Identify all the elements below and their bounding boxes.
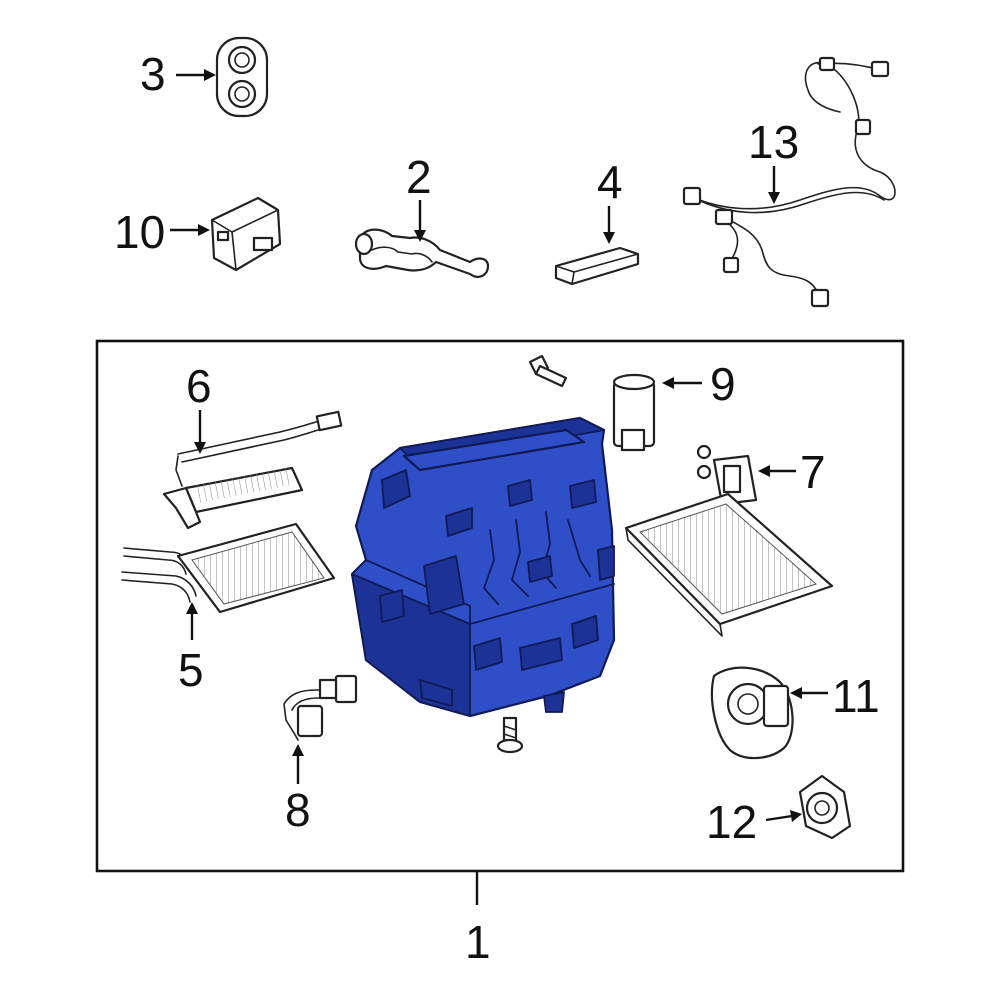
callout-4-arrow xyxy=(603,206,615,244)
callout-10-label: 10 xyxy=(114,206,165,258)
callout-5-arrow xyxy=(186,602,198,640)
part-5-heater-core[interactable] xyxy=(121,522,336,614)
assembly-frame xyxy=(95,339,905,873)
callout-2-label: 2 xyxy=(406,151,432,203)
part-2-hose[interactable] xyxy=(354,228,490,278)
callout-6-label: 6 xyxy=(186,360,212,412)
callout-6-arrow xyxy=(194,410,206,454)
callout-5-label: 5 xyxy=(178,644,204,696)
part-1-hvac-case[interactable] xyxy=(350,416,616,718)
callout-7-arrow xyxy=(758,465,796,477)
part-6-heater-core-assembly[interactable] xyxy=(162,410,343,530)
callout-8-arrow xyxy=(292,744,304,784)
callout-13-label: 13 xyxy=(748,116,799,168)
part-9-bolt[interactable] xyxy=(528,354,568,388)
callout-7-label: 7 xyxy=(800,446,826,498)
callout-13-arrow xyxy=(768,166,780,204)
callout-10-arrow xyxy=(170,224,210,236)
part-4-filter[interactable] xyxy=(554,246,640,286)
callout-11-arrow xyxy=(790,687,828,699)
callout-12-label: 12 xyxy=(706,796,757,848)
callout-3-arrow xyxy=(176,69,216,81)
callout-4-label: 4 xyxy=(597,156,623,208)
callout-3-label: 3 xyxy=(140,48,166,100)
callout-1-label: 1 xyxy=(465,916,491,968)
part-7-evaporator[interactable] xyxy=(624,454,834,637)
part-9-expansion-valve[interactable] xyxy=(612,373,656,452)
callout-11-label: 11 xyxy=(832,670,880,722)
part-11-servo-motor[interactable] xyxy=(710,666,794,760)
callout-12-arrow xyxy=(765,810,802,822)
part-7-o-rings[interactable] xyxy=(696,444,712,480)
part-12-servo-motor[interactable] xyxy=(798,774,852,840)
part-8-sensor[interactable] xyxy=(283,674,358,741)
part-10-module[interactable] xyxy=(210,196,282,272)
callout-2-arrow xyxy=(414,200,426,242)
part-13-wiring-harness[interactable] xyxy=(682,56,896,308)
part-1-screw[interactable] xyxy=(496,716,524,754)
part-3-grommet[interactable] xyxy=(215,36,269,118)
callout-8-label: 8 xyxy=(285,784,311,836)
callout-9-arrow xyxy=(662,377,702,389)
callout-9-label: 9 xyxy=(710,358,736,410)
